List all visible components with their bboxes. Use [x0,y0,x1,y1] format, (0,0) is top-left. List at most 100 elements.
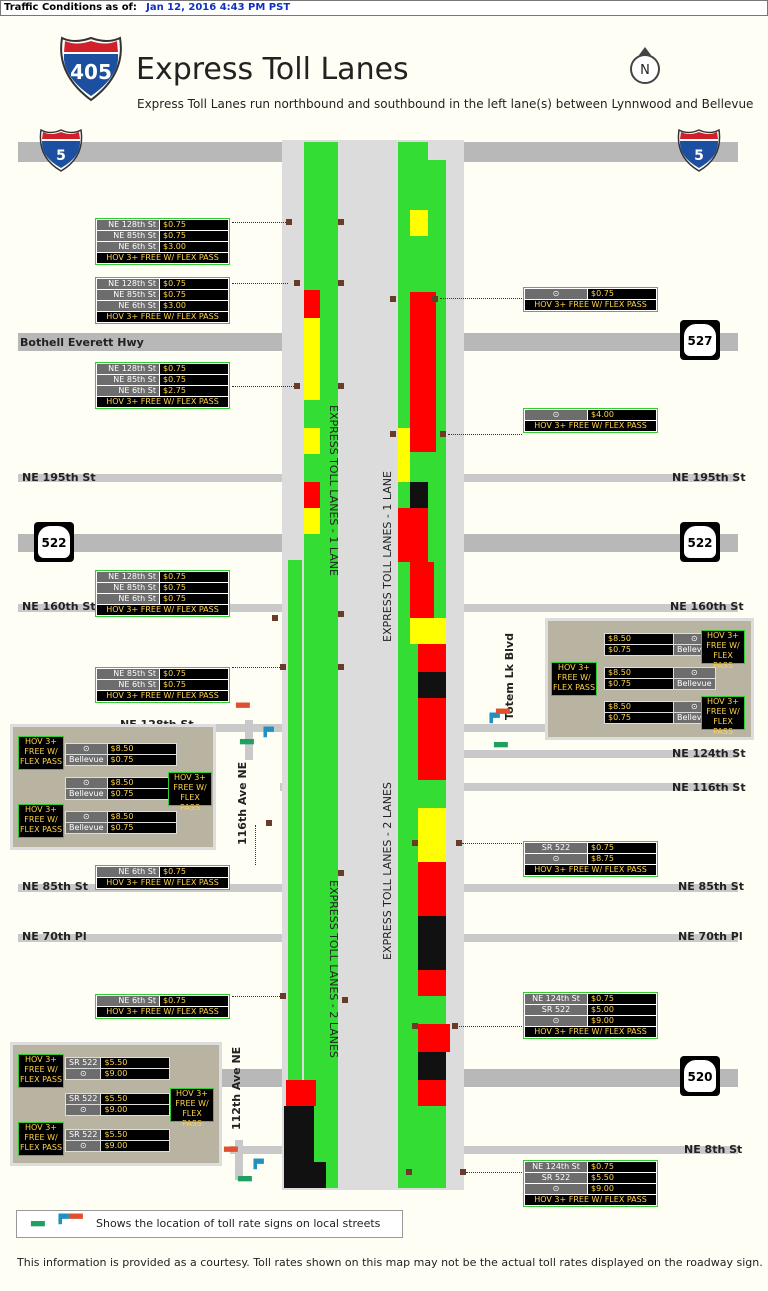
panel-dest: SR 522 [64,1093,102,1105]
panel-rate: $8.50 [604,633,674,645]
112th-ave-label: 112th Ave NE [230,1046,243,1130]
panel-rate: $0.75 [604,678,674,690]
sr520-shield-icon: 520 [680,1056,720,1096]
leader-line [232,996,282,997]
leader-line [232,667,282,668]
sign-hov: HOV 3+ FREE W/ FLEX PASS [96,604,229,616]
express-icon: ⊙ [65,777,108,789]
panel-dest: Bellevue [673,678,716,690]
express-icon: ⊙ [65,811,108,823]
panel-rate: $5.50 [100,1093,171,1105]
sign-dest: NE 6th St [96,679,160,691]
sign-dest: NE 128th St [96,363,160,375]
legend-text: Shows the location of toll rate signs on… [96,1217,381,1230]
nb-segment-yellow-3 [410,618,446,644]
sign-rate: $0.75 [587,288,657,300]
sign-dest: ⊙ [524,853,588,865]
ne-160th-label-left: NE 160th St [22,600,96,613]
sign-rate: $3.00 [159,241,229,253]
panel-rate: $0.75 [604,644,674,656]
sign-rate: $0.75 [159,995,229,1007]
leader-line [448,434,522,435]
sign-rate: $5.00 [587,1004,657,1016]
sb-lane-label-1: EXPRESS TOLL LANES - 1 LANE [327,405,340,576]
sign-dest: NE 124th St [524,1161,588,1173]
i5-shield-left-icon: 5 [39,128,83,172]
sign-dest: SR 522 [524,1172,588,1184]
sign-marker [338,611,344,617]
leader-line [456,1026,522,1027]
i405-shield-icon: 405 [60,36,122,102]
local-sign-red-icon: ▀▀ [224,1148,238,1158]
local-sign-green-icon: ▄▄ [238,1172,252,1182]
sign-rate: $8.75 [587,853,657,865]
panel-rate: $8.50 [106,777,177,789]
panel-rate: $8.50 [106,743,177,755]
sign-marker [294,280,300,286]
leader-line [440,298,522,299]
sign-hov: HOV 3+ FREE W/ FLEX PASS [96,690,229,702]
local-sign-teal-icon: ▐▀ [250,1160,264,1170]
sign-marker [412,1023,418,1029]
sign-dest: NE 85th St [96,230,160,242]
panel-hov: HOV 3+ FREE W/ FLEX PASS [701,630,745,670]
nb-segment-black-1 [410,482,428,508]
leader-line [466,1172,522,1173]
ne-8th-road [230,1146,738,1154]
sign-marker [390,296,396,302]
sign-dest: NE 128th St [96,571,160,583]
ne-8th-label: NE 8th St [684,1143,743,1156]
express-icon: ⊙ [64,1068,102,1080]
panel-hov: HOV 3+ FREE W/ FLEX PASS [701,696,745,736]
sb-segment-black-2 [314,1162,326,1188]
sr520-number: 520 [687,1070,713,1084]
sign-dest: NE 85th St [96,582,160,594]
panel-rate: $8.50 [604,701,674,713]
sign-rate: $0.75 [159,593,229,605]
ne-6th-sign-panel: HOV 3+ FREE W/ FLEX PASS SR 522$5.50 ⊙ $9… [10,1042,222,1166]
page-subtitle: Express Toll Lanes run northbound and so… [137,97,754,111]
i5-shield-right-icon: 5 [677,128,721,172]
page-title: Express Toll Lanes [136,52,409,87]
sb-segment-black-1 [284,1106,314,1188]
ne-124th-road [300,750,738,758]
sign-rate: $0.75 [159,278,229,290]
sign-marker [266,820,272,826]
sign-rate: $0.75 [159,866,229,878]
nb-segment-red-5 [418,698,446,780]
sign-rate: $0.75 [159,571,229,583]
sign-marker [440,431,446,437]
nb-segment-red-7 [418,970,446,996]
116th-ave-sign-panel: HOV 3+ FREE W/ FLEX PASS ⊙$8.50 Bellevue… [10,724,216,850]
panel-rate: $9.00 [100,1104,171,1116]
sr527-shield-icon: 527 [680,320,720,360]
sign-hov: HOV 3+ FREE W/ FLEX PASS [524,1026,657,1038]
bothell-everett-hwy-label: Bothell Everett Hwy [20,336,144,349]
timestamp-label: Traffic Conditions as of: [4,2,137,13]
sign-marker [286,219,292,225]
sign-dest: SR 522 [524,1004,588,1016]
sign-dest: NE 6th St [96,866,160,878]
nb-lane-label-2: EXPRESS TOLL LANES - 2 LANES [381,782,394,960]
ne-124th-label: NE 124th St [672,747,746,760]
sign-rate: $9.00 [587,1183,657,1195]
traffic-timestamp-bar: Traffic Conditions as of: Jan 12, 2016 4… [0,0,768,16]
sign-dest: NE 124th St [524,993,588,1005]
sign-rate: $0.75 [587,842,657,854]
panel-hov: HOV 3+ FREE W/ FLEX PASS [18,1122,64,1156]
sb-segment-yellow-2 [304,428,320,454]
sign-marker [432,296,438,302]
sign-marker [294,383,300,389]
sign-rate: $9.00 [587,1015,657,1027]
sign-marker [338,383,344,389]
panel-rate: $8.50 [106,811,177,823]
panel-rate: $0.75 [106,788,177,800]
sign-hov: HOV 3+ FREE W/ FLEX PASS [96,396,229,408]
sign-dest: ⊙ [524,1183,588,1195]
sign-hov: HOV 3+ FREE W/ FLEX PASS [524,420,657,432]
north-arrow-icon: N [630,47,660,84]
sign-hov: HOV 3+ FREE W/ FLEX PASS [96,877,229,889]
nb-segment-red-9 [418,1080,446,1106]
north-label: N [640,63,650,78]
